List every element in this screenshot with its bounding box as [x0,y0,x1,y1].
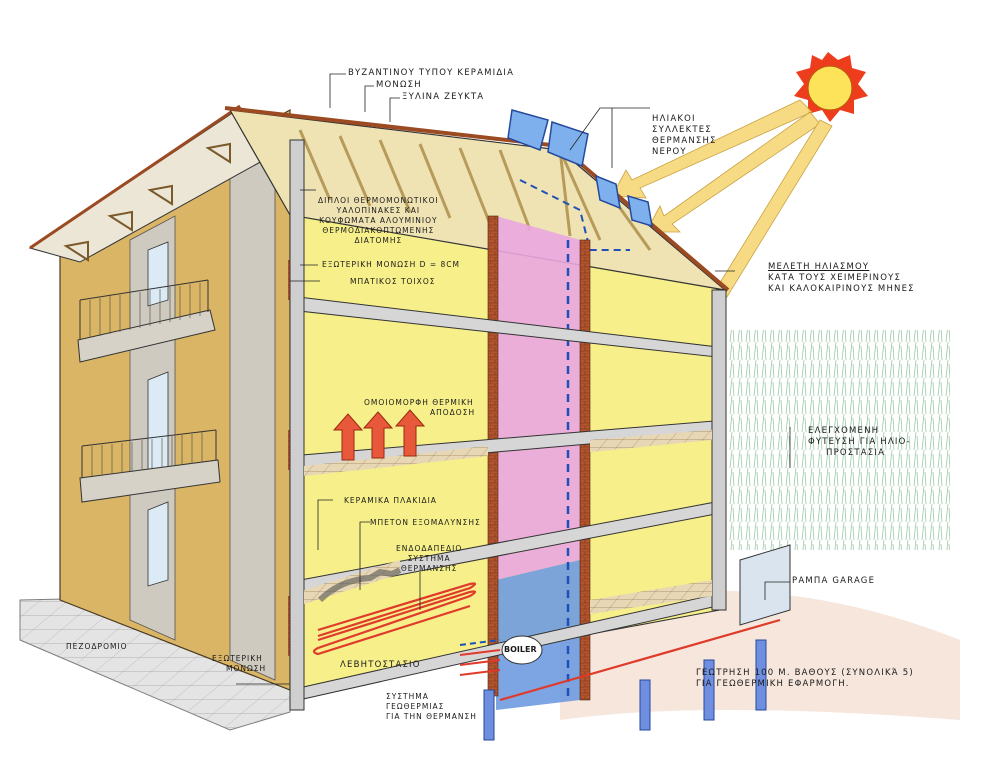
balcony-lower [79,429,221,503]
vegetation [720,330,950,550]
label-wood-beams: ΞΥΛΙΝΑ ΖΕΥΚΤΑ [402,92,485,102]
label-exterior-insulation-base: ΕΞΩΤΕΡΙΚΗ ΜΟΝΩΣΗ [212,654,267,673]
label-solar-collectors: ΗΛΙΑΚΟΙ ΣΥΛΛΕΚΤΕΣ ΘΕΡΜΑΝΣΗΣ ΝΕΡΟΥ [652,114,717,157]
heat-flow-arrows [332,409,426,461]
sun-icon [794,52,868,122]
label-underfloor-heating: ΕΝΔΟΔΑΠΕΔΙΟ ΣΥΣΤΗΜΑ ΘΕΡΜΑΝΣΗΣ [396,544,463,573]
label-shading-study: ΜΕΛΕΤΗ ΗΛΙΑΣΜΟΥ ΚΑΤΑ ΤΟΥΣ ΧΕΙΜΕΡΙΝΟΥΣ ΚΑ… [768,262,915,294]
balcony-upper [77,279,216,363]
underfloor-heating-pipes [312,582,477,656]
label-exterior-insulation: ΕΞΩΤΕΡΙΚΗ ΜΟΝΩΣΗ d = 8cm [322,260,460,269]
sun-ray-arrows [611,99,833,335]
label-roof-tiles: ΒΥΖΑΝΤΙΝΟΥ ΤΥΠΟΥ ΚΕΡΑΜΙΔΙΑ [348,68,515,78]
stairwell [496,216,580,580]
solar-panels [507,109,653,228]
label-brick-wall: ΜΠΑΤΙΚΟΣ ΤΟΙΧΟΣ [350,277,436,286]
label-screed: ΜΠΕΤΟΝ ΕΞΟΜΑΛΥΝΣΗΣ [370,518,481,527]
label-boiler-room: ΛΕΒΗΤΟΣΤΑΣΙΟ [340,660,421,670]
label-insulation: ΜΟΝΩΣΗ [376,80,422,90]
label-windows: ΔΙΠΛΟΙ ΘΕΡΜΟΜΟΝΩΤΙΚΟΙ ΥΑΛΟΠΙΝΑΚΕΣ ΚΑΙ ΚΟ… [318,196,439,245]
label-geothermal-drilling: ΓΕΩΤΡΗΣΗ 100 Μ. ΒΑΘΟΥΣ (Συνολικά 5) ΓΙΑ … [696,668,914,689]
boiler-icon [501,635,543,665]
roof-brackets [63,142,231,262]
label-geothermal-system: ΣΥΣΤΗΜΑ ΓΕΩΘΕΡΜΙΑΣ ΓΙΑ ΤΗΝ ΘΕΡΜΑΝΣΗ [386,692,477,721]
label-garage-ramp: ΡΑΜΠΑ GARAGE [792,576,876,586]
label-boiler: BOILER [504,645,537,654]
label-sidewalk: ΠΕΖΟΔΡΟΜΙΟ [66,642,128,651]
geothermal-probes [483,639,767,741]
leader-lines [236,73,791,685]
label-ceramic-tiles: ΚΕΡΑΜΙΚΑ ΠΛΑΚΙΔΙΑ [344,496,437,505]
label-planting: ΕΛΕΓΧΟΜΕΝΗ ΦΥΤΕΥΣΗ ΓΙΑ ΗΛΙΟ- ΠΡΟΣΤΑΣΙΑ [808,426,911,458]
label-uniform-heat: ΟΜΟΙΟΜΟΡΦΗ ΘΕΡΜΙΚΗ ΑΠΟΔΟΣΗ [364,398,476,417]
